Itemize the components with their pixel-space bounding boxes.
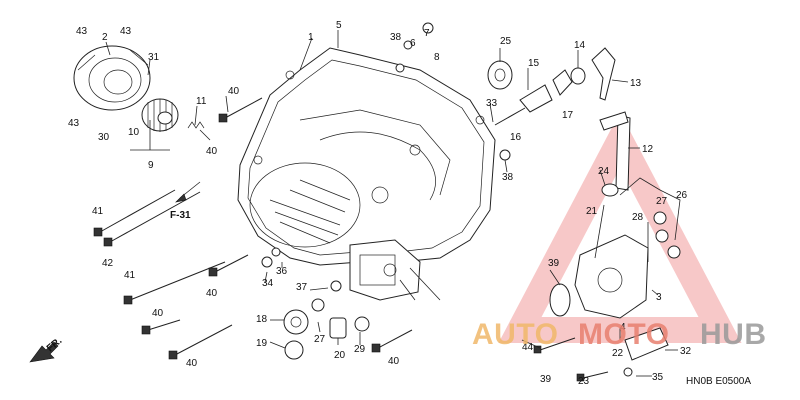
callout-36: 36 [276,266,288,277]
callout-40: 40 [152,308,164,319]
watermark-moto: MOTO [578,318,669,351]
callout-40: 40 [206,146,218,157]
callout-40: 40 [228,86,240,97]
callout-43: 43 [76,26,88,37]
callout-24: 24 [598,166,610,177]
callout-19: 19 [256,338,268,349]
section-ref-arrow [175,181,201,203]
callout-43: 43 [68,118,80,129]
callout-18: 18 [256,314,268,325]
callout-22: 22 [612,348,624,359]
callout-40: 40 [206,288,218,299]
callout-9: 9 [148,160,154,171]
leader-lines [105,30,681,377]
callout-23: 23 [578,376,590,387]
callout-44: 44 [522,342,534,353]
callout-27: 27 [656,196,668,207]
spring [187,121,205,129]
callout-35: 35 [652,372,664,383]
callout-32: 32 [680,346,692,357]
callout-39: 39 [548,258,560,269]
callout-3: 3 [656,292,662,303]
callout-7: 7 [424,28,430,39]
callout-30: 30 [98,132,110,143]
crankcase-cover [237,47,496,266]
callout-42: 42 [102,258,114,269]
callout-41: 41 [92,206,104,217]
callout-20: 20 [334,350,346,361]
callout-38: 38 [502,172,514,183]
watermark-auto: AUTO [472,318,558,351]
gears-and-washers [261,247,370,360]
callout-14: 14 [574,40,586,51]
callout-2: 2 [102,32,108,43]
callout-8: 8 [434,52,440,63]
callout-15: 15 [528,58,540,69]
callout-6: 6 [410,38,416,49]
callout-31: 31 [148,52,160,63]
callout-25: 25 [500,36,512,47]
callout-43: 43 [120,26,132,37]
callout-33: 33 [486,98,498,109]
callout-40: 40 [186,358,198,369]
callout-27: 27 [314,334,326,345]
callout-21: 21 [586,206,598,217]
callout-numbers: 1234567891011121314151617181920212223242… [68,20,692,387]
callout-40: 40 [388,356,400,367]
callout-16: 16 [510,132,522,143]
callout-5: 5 [336,20,342,31]
shift-arm-assembly [533,111,681,382]
callout-37: 37 [296,282,308,293]
callout-13: 13 [630,78,642,89]
callout-12: 12 [642,144,654,155]
callout-11: 11 [196,96,207,107]
oil-filter-element [141,98,179,132]
callout-41: 41 [124,270,136,281]
callout-38: 38 [390,32,402,43]
callout-29: 29 [354,344,366,355]
footer-code: HN0B E0500A [686,376,751,387]
callout-26: 26 [676,190,688,201]
oil-filter-cover [73,45,151,111]
callout-17: 17 [562,110,574,121]
callout-39: 39 [540,374,552,385]
callout-1: 1 [308,32,314,43]
section-ref-label: F-31 [170,210,191,221]
shift-components [395,22,616,161]
callout-10: 10 [128,127,140,138]
callout-28: 28 [632,212,644,223]
watermark-hub: HUB [700,318,767,351]
callout-4: 4 [620,322,626,333]
watermark-wordmark: AUTO MOTO HUB [472,318,767,351]
callout-34: 34 [262,278,274,289]
front-arrow-icon [29,341,59,363]
oil-pump-assembly [349,239,421,301]
